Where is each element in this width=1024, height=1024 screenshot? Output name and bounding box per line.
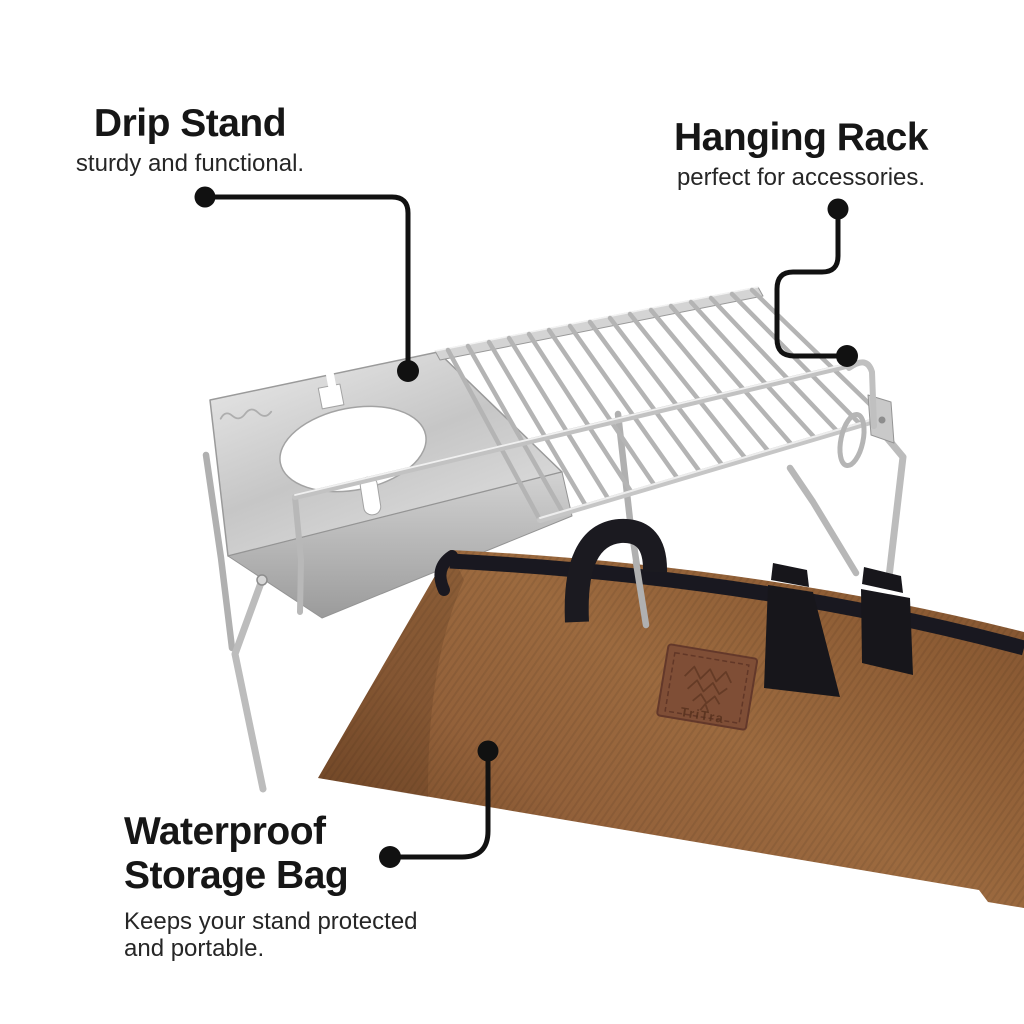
hanging-rack-label: Hanging Rack perfect for accessories. (646, 116, 956, 191)
bag-handle (564, 518, 667, 623)
end-cap-bolt (878, 416, 886, 424)
bag-strap-left (764, 563, 840, 697)
callout-storage-bag-dot-start (379, 846, 401, 868)
storage-bag-photo: TriTra (318, 518, 1024, 908)
grate-bars (445, 287, 887, 523)
storage-bag-subtitle: Keeps your stand protected and portable. (124, 908, 524, 962)
callout-hanging-rack-dot-start (827, 198, 849, 220)
bag-strap-right (861, 567, 913, 675)
callout-hanging-rack-line (774, 206, 848, 359)
drip-stand-title: Drip Stand (93, 102, 287, 145)
hanging-rack-subtitle: perfect for accessories. (676, 164, 926, 191)
hanging-rod-right-hook (846, 359, 877, 429)
callout-hanging-rack-dot-end (836, 345, 858, 367)
callout-storage-bag-line (387, 749, 491, 860)
bag-fold-shadow (318, 550, 464, 797)
callout-drip-stand (194, 186, 419, 382)
callouts (194, 186, 858, 868)
callout-storage-bag-dot-end (477, 740, 499, 762)
storage-bag-subtitle-line1: Keeps your stand protected (124, 908, 418, 935)
drip-stand-label: Drip Stand sturdy and functional. (36, 102, 344, 177)
hanging-rack-title: Hanging Rack (673, 116, 929, 159)
plate-engraving (219, 408, 273, 420)
callout-storage-bag (379, 740, 499, 868)
leg-pivot-bolt (256, 574, 268, 586)
stand-right-rear-leg-tip (632, 558, 650, 629)
folding-pivot-loop (837, 411, 867, 469)
grill-stand-photo (202, 286, 907, 793)
callout-hanging-rack (774, 198, 858, 367)
stand-left-front-leg (231, 576, 267, 793)
stand-left-rear-leg (202, 451, 236, 652)
bag-binding-curl (434, 550, 458, 596)
stand-right-front-leg (874, 423, 907, 581)
brand-logo-icon (684, 665, 732, 712)
callout-drip-stand-dot-end (397, 360, 419, 382)
storage-bag-title-line2: Storage Bag (124, 854, 349, 897)
callout-drip-stand-line (202, 194, 411, 374)
hanging-rod-left-bracket (292, 494, 304, 615)
hanging-rod (292, 361, 858, 500)
callout-drip-stand-dot-start (194, 186, 216, 208)
drip-stand-subtitle: sturdy and functional. (75, 150, 305, 177)
storage-bag-label: Waterproof Storage Bag Keeps your stand … (124, 810, 524, 962)
notch-slit (325, 370, 337, 390)
bag-top-binding (449, 553, 1024, 656)
brand-patch: TriTra (656, 643, 759, 731)
drip-plate-front-face (227, 471, 573, 619)
grate-front-rail (537, 415, 887, 523)
stand-right-mid-leg (786, 464, 860, 577)
storage-bag-subtitle-line2: and portable. (124, 935, 265, 962)
storage-bag-title-line1: Waterproof (124, 810, 326, 853)
brand-patch-text: TriTra (679, 704, 725, 726)
